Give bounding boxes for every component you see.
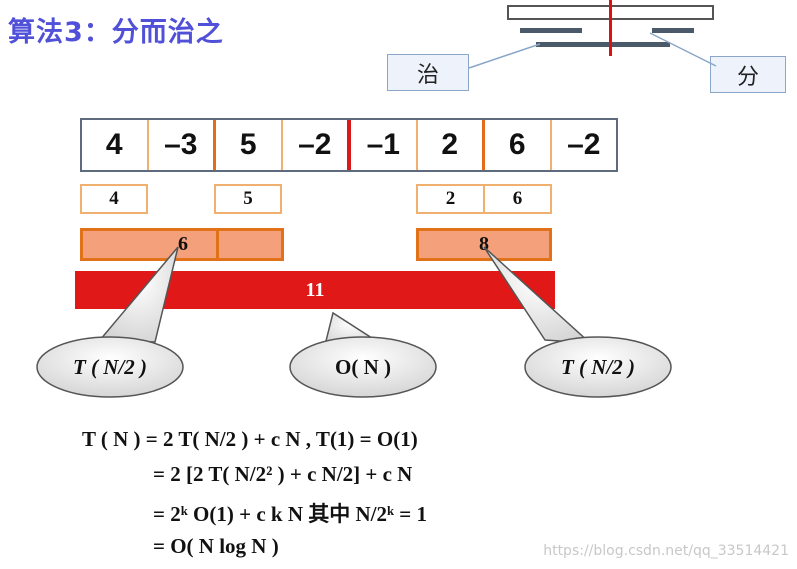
array-cell: 4 [82, 120, 149, 170]
bubble-middle-label: O( N ) [335, 354, 391, 379]
partial-sum-box: 4 [80, 184, 148, 214]
schematic-left-segment [520, 28, 582, 33]
array-cell: –3 [149, 120, 216, 170]
schematic-right-segment [652, 28, 694, 33]
bubble-right [483, 246, 593, 344]
array-cell: 6 [485, 120, 552, 170]
array-cell: –1 [351, 120, 418, 170]
array-cell: 5 [216, 120, 283, 170]
array-cell: –2 [567, 128, 601, 161]
source-watermark: https://blog.csdn.net/qq_33514421 [543, 543, 789, 559]
array-cell: 2 [418, 120, 485, 170]
formula-line-1: T ( N ) = 2 T( N/2 ) + c N , T(1) = O(1) [82, 427, 418, 451]
input-array: 4 –3 5 –2 –1 2 6 –2 [80, 118, 618, 172]
divide-connector [649, 32, 717, 67]
formula-line-3: = 2ᵏ O(1) + c k N 其中 N/2ᵏ = 1 [153, 502, 428, 526]
merged-right-value: 8 [479, 233, 489, 255]
schematic-split-line [609, 0, 612, 56]
merged-left-value: 6 [178, 233, 188, 255]
slide-title: 算法3：分而治之 [8, 17, 224, 48]
callout-divide: 分 [710, 56, 786, 93]
merged-right-box: 8 [416, 228, 552, 261]
formula-line-4: = O( N log N ) [153, 534, 279, 558]
bubble-left [98, 246, 179, 343]
schematic-merge-segment [536, 42, 670, 47]
bubble-right-label: T ( N/2 ) [560, 354, 636, 379]
bubble-left-label: T ( N/2 ) [72, 354, 148, 379]
callout-conquer: 治 [387, 54, 469, 91]
formula-line-2: = 2 [2 T( N/2² ) + c N/2] + c N [153, 462, 413, 486]
partial-sum-cell: 6 [512, 188, 523, 209]
partial-sum-cell: 2 [418, 186, 485, 212]
conquer-connector [468, 43, 541, 69]
array-cell: –2 [283, 120, 351, 170]
partial-sum-group: 2 6 [416, 184, 552, 214]
merged-left-divider [216, 231, 219, 258]
partial-sum-box: 5 [214, 184, 282, 214]
merged-left-box: 6 [80, 228, 284, 261]
